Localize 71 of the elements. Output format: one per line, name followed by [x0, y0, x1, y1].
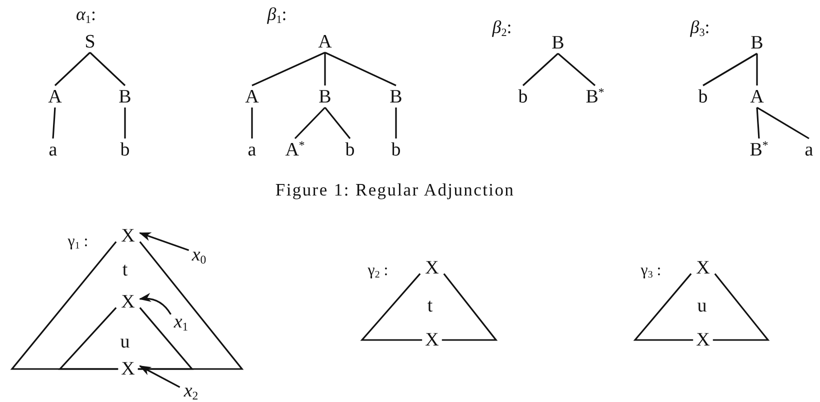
- tree-branch: [756, 54, 758, 86]
- tree-node-label: X: [121, 360, 135, 378]
- tree-node-label: B: [390, 88, 402, 106]
- tree-branch: [324, 52, 326, 86]
- pointer-arrow: [138, 293, 172, 315]
- tree-branch: [54, 52, 91, 86]
- tree-branch: [324, 52, 396, 86]
- tree-node-label: B$^{*}$: [750, 140, 768, 160]
- tree-node-label: b: [120, 140, 130, 160]
- tree-node-label: A: [318, 32, 332, 52]
- tree-node-label: b: [698, 88, 708, 106]
- tree-node-label: X: [696, 330, 710, 350]
- subtree-triangle-side: [138, 241, 244, 370]
- tree-branch: [557, 52, 596, 86]
- tree-node-label: X: [425, 258, 439, 278]
- tree-node-label: S: [84, 32, 96, 52]
- tree-name-label: α$_{1}$:: [76, 5, 96, 23]
- pointer-arrow: [139, 365, 180, 388]
- tree-node-label: B: [118, 88, 132, 106]
- subtree-label: u: [697, 296, 707, 316]
- tree-branch: [756, 106, 810, 140]
- subtree-label: t: [427, 296, 433, 316]
- tree-node-label: B: [318, 88, 332, 106]
- subtree-triangle-side: [138, 307, 194, 370]
- tree-branch: [89, 52, 126, 86]
- pointer-arrow: [138, 232, 190, 252]
- tree-name-label: γ$_{3}$ :: [640, 263, 662, 279]
- tree-branch: [124, 108, 126, 138]
- tree-node-label: X: [121, 292, 135, 312]
- tree-node-label: b: [391, 140, 401, 160]
- tree-branch: [324, 107, 351, 139]
- tree-node-label: a: [248, 140, 256, 160]
- tree-node-label: b: [518, 88, 528, 106]
- tree-name-label: γ$_{1}$ :: [68, 234, 88, 250]
- tree-node-label: a: [48, 140, 58, 160]
- tree-branch: [252, 52, 326, 86]
- tree-node-label: X: [696, 258, 710, 278]
- tree-node-label: X: [121, 226, 135, 246]
- subtree-triangle-side: [58, 307, 118, 370]
- tree-node-label: B: [552, 34, 564, 52]
- tree-name-label: β$_{2}$:: [492, 18, 512, 36]
- subtree-triangle-side: [712, 273, 770, 341]
- tree-branch: [251, 108, 253, 138]
- subtree-triangle-side: [633, 273, 694, 341]
- tree-branch: [522, 52, 559, 86]
- tree-node-label: A: [245, 88, 259, 106]
- tree-node-label: X: [425, 330, 439, 350]
- tree-name-label: β$_{1}$:: [267, 5, 287, 23]
- tree-node-label: A: [750, 88, 764, 106]
- tree-node-label: B$^{*}$: [586, 88, 604, 106]
- tree-node-label: a: [804, 140, 814, 160]
- figure-caption: Figure 1: Regular Adjunction: [275, 181, 515, 199]
- pointer-label: x$_{2}$: [184, 382, 198, 400]
- tree-node-label: A: [48, 88, 62, 106]
- pointer-label: x$_{1}$: [174, 312, 188, 332]
- tree-branch: [756, 107, 760, 139]
- subtree-label: t: [122, 260, 128, 280]
- tree-branch: [52, 107, 56, 139]
- tree-branch: [702, 52, 758, 86]
- subtree-triangle-side: [360, 273, 422, 341]
- subtree-label: u: [120, 332, 130, 352]
- tree-branch: [395, 108, 397, 138]
- tree-node-label: b: [345, 140, 355, 160]
- subtree-triangle-side: [10, 241, 118, 370]
- tree-branch: [294, 106, 326, 140]
- tree-node-label: A$^{*}$: [285, 140, 305, 160]
- tree-name-label: γ$_{2}$ :: [368, 263, 388, 279]
- subtree-triangle-side: [442, 273, 498, 341]
- tree-name-label: β$_{3}$:: [690, 18, 710, 36]
- tree-node-label: B: [750, 34, 764, 52]
- pointer-label: x$_{0}$: [192, 246, 206, 264]
